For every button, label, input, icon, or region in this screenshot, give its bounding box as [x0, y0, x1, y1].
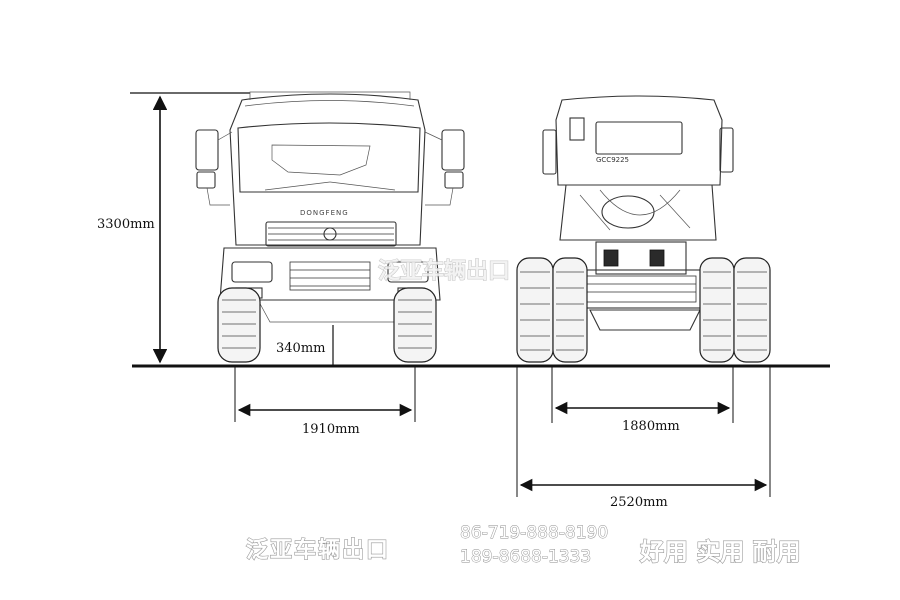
front-track-dimension: 1910mm: [234, 366, 416, 437]
footer-phone-2: 189-8688-1333: [460, 547, 591, 567]
center-watermark: 泛亚车辆出口: [378, 258, 510, 284]
height-dimension: 3300mm: [97, 92, 250, 364]
rear-track-dimension: 1880mm: [551, 366, 734, 434]
footer-slogan: 好用 实用 耐用: [639, 538, 801, 566]
clearance-dimension: 340mm: [276, 325, 334, 366]
footer-phone-1: 86-719-888-8190: [460, 523, 608, 543]
clearance-label: 340mm: [276, 341, 325, 356]
footer-company: 泛亚车辆出口: [246, 537, 390, 563]
rear-width-dimension: 2520mm: [516, 366, 771, 510]
height-label: 3300mm: [97, 217, 155, 232]
footer-watermark: 泛亚车辆出口 86-719-888-8190 189-8688-1333 好用 …: [245, 523, 801, 568]
rear-track-label: 1880mm: [622, 419, 680, 434]
grille-brand: DONGFENG: [300, 209, 349, 217]
front-view-truck: DONGFENG: [195, 91, 465, 363]
rear-width-label: 2520mm: [610, 495, 668, 510]
front-track-label: 1910mm: [302, 422, 360, 437]
plate-number: GCC9225: [596, 156, 629, 164]
rear-view-truck: GCC9225: [516, 95, 771, 363]
